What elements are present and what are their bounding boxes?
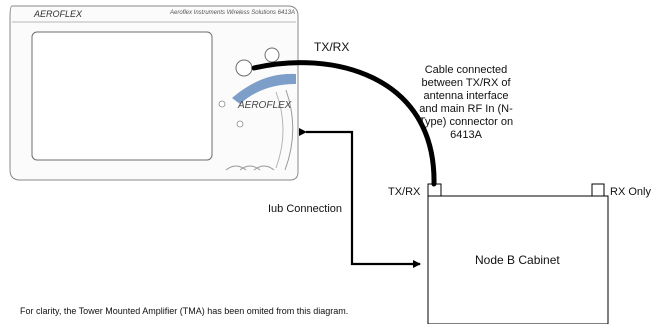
rf-port-icon xyxy=(235,59,253,77)
cable-note-line: between TX/RX of xyxy=(421,77,511,89)
cable-note-line: 6413A xyxy=(450,129,482,141)
device-logo: AEROFLEX xyxy=(34,9,83,19)
cabinet-label: Node B Cabinet xyxy=(475,253,560,267)
footnote: For clarity, the Tower Mounted Amplifier… xyxy=(20,306,349,316)
device-panel-logo: AEROFLEX xyxy=(238,100,292,111)
txrx-top-label: TX/RX xyxy=(314,40,350,54)
rx-only-label: RX Only xyxy=(610,186,651,198)
device-header-title: Aeroflex Instruments Wireless Solutions … xyxy=(170,10,296,16)
rx-only-connector xyxy=(591,183,605,197)
cable-note-line: and main RF In (N- xyxy=(419,103,513,115)
cable-note-line: Cable connected xyxy=(424,64,508,76)
node-b-cabinet xyxy=(427,195,609,324)
accent-swoosh xyxy=(232,73,296,104)
port-icon xyxy=(264,47,280,63)
test-set-device xyxy=(9,5,299,181)
txrx-cabinet-label: TX/RX xyxy=(388,186,421,198)
iub-connection-label: Iub Connection xyxy=(268,203,342,215)
iub-connection-arrow xyxy=(299,128,421,268)
rf-cable xyxy=(251,60,437,187)
cable-note-line: Type) connector on xyxy=(418,116,514,128)
device-screen xyxy=(31,31,213,161)
cable-note-line: antenna interface xyxy=(423,90,509,102)
cable-note: Cable connected between TX/RX of antenna… xyxy=(412,64,520,142)
